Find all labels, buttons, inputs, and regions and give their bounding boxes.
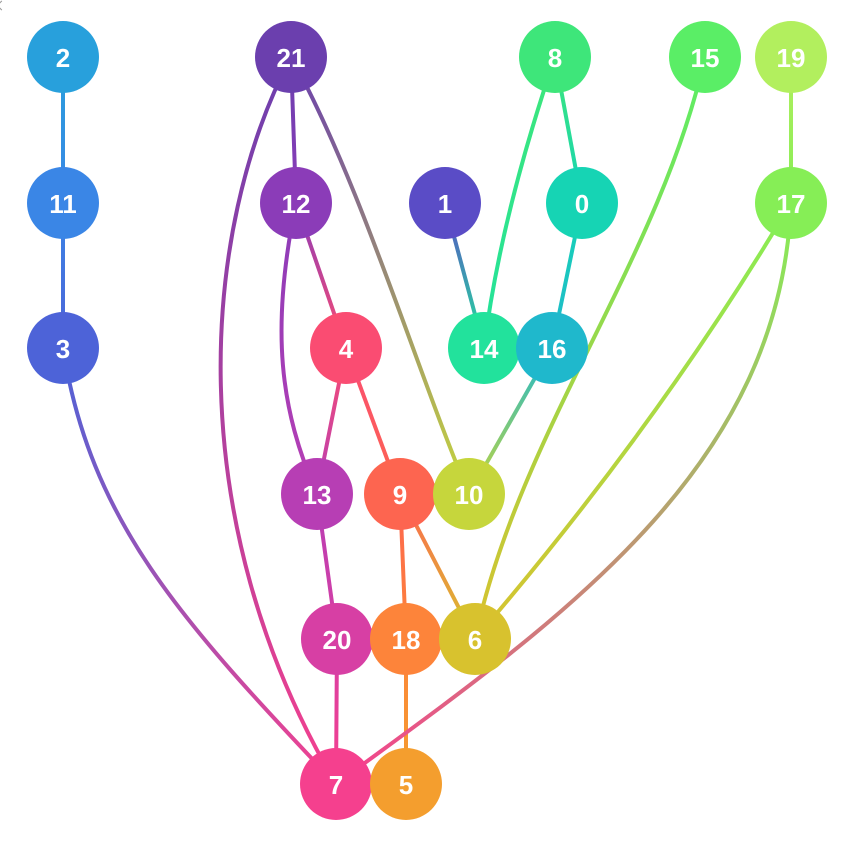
node-circle-1[interactable] [409,167,481,239]
edge-15-6 [473,55,707,641]
node-14[interactable]: 14 [448,312,520,384]
node-circle-20[interactable] [301,603,373,675]
node-label-18: 18 [392,625,421,655]
node-circle-3[interactable] [27,312,99,384]
edges-layer [61,55,793,786]
node-label-0: 0 [575,189,589,219]
node-circle-8[interactable] [519,21,591,93]
node-circle-7[interactable] [300,748,372,820]
node-label-19: 19 [777,43,806,73]
node-circle-4[interactable] [310,312,382,384]
node-label-14: 14 [470,334,499,364]
node-label-12: 12 [282,189,311,219]
edge-21-7 [218,55,338,786]
node-0[interactable]: 0 [546,167,618,239]
node-circle-16[interactable] [516,312,588,384]
node-9[interactable]: 9 [364,458,436,530]
node-11[interactable]: 11 [27,167,99,239]
node-21[interactable]: 21 [255,21,327,93]
node-label-4: 4 [339,334,354,364]
node-circle-10[interactable] [433,458,505,530]
node-12[interactable]: 12 [260,167,332,239]
node-label-16: 16 [538,334,567,364]
node-circle-21[interactable] [255,21,327,93]
edge-8-14 [482,55,557,350]
node-circle-12[interactable] [260,167,332,239]
node-circle-5[interactable] [370,748,442,820]
node-20[interactable]: 20 [301,603,373,675]
node-19[interactable]: 19 [755,21,827,93]
node-label-10: 10 [455,480,484,510]
node-6[interactable]: 6 [439,603,511,675]
edge-17-6 [473,201,793,641]
edge-3-7 [61,346,338,786]
node-16[interactable]: 16 [516,312,588,384]
node-circle-14[interactable] [448,312,520,384]
node-label-13: 13 [303,480,332,510]
node-4[interactable]: 4 [310,312,382,384]
node-5[interactable]: 5 [370,748,442,820]
node-2[interactable]: 2 [27,21,99,93]
node-label-11: 11 [49,189,77,219]
node-label-9: 9 [393,480,407,510]
node-label-7: 7 [329,770,343,800]
node-circle-13[interactable] [281,458,353,530]
node-circle-15[interactable] [669,21,741,93]
node-label-2: 2 [56,43,70,73]
node-circle-9[interactable] [364,458,436,530]
node-17[interactable]: 17 [755,167,827,239]
node-3[interactable]: 3 [27,312,99,384]
node-label-1: 1 [438,189,452,219]
edge-17-7 [334,201,793,786]
node-label-5: 5 [399,770,413,800]
node-circle-6[interactable] [439,603,511,675]
node-circle-2[interactable] [27,21,99,93]
node-circle-17[interactable] [755,167,827,239]
node-13[interactable]: 13 [281,458,353,530]
edge-21-10 [289,55,471,496]
node-label-15: 15 [691,43,720,73]
node-label-8: 8 [548,43,562,73]
node-18[interactable]: 18 [370,603,442,675]
node-label-3: 3 [56,334,70,364]
node-circle-0[interactable] [546,167,618,239]
node-circle-18[interactable] [370,603,442,675]
node-label-20: 20 [323,625,352,655]
node-8[interactable]: 8 [519,21,591,93]
node-label-6: 6 [468,625,482,655]
node-15[interactable]: 15 [669,21,741,93]
node-label-17: 17 [777,189,806,219]
node-circle-11[interactable] [27,167,99,239]
node-circle-19[interactable] [755,21,827,93]
node-1[interactable]: 1 [409,167,481,239]
node-10[interactable]: 10 [433,458,505,530]
node-label-21: 21 [277,43,306,73]
node-7[interactable]: 7 [300,748,372,820]
